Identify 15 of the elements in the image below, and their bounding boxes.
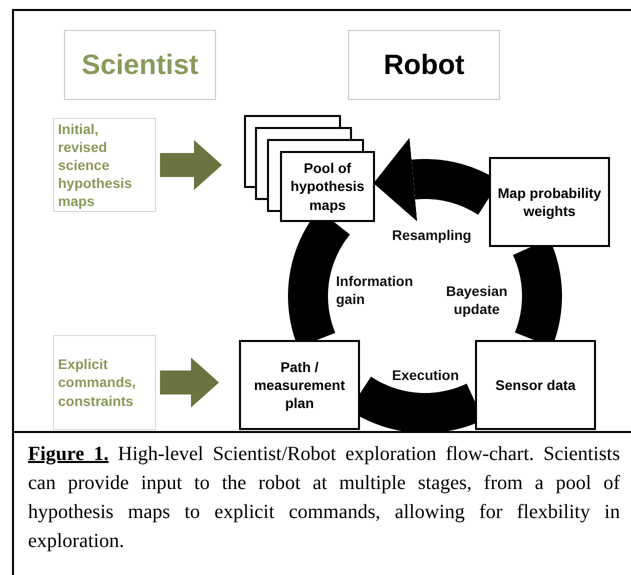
process-box: Map probability weights	[489, 157, 610, 247]
heading-box: Scientist	[64, 30, 216, 100]
edge-label: Information gain	[336, 272, 413, 308]
edge-label: Bayesian update	[446, 282, 508, 318]
process-box: Sensor data	[475, 340, 596, 430]
process-box: Path / measurement plan	[239, 340, 360, 430]
block-arrow	[160, 358, 219, 408]
input-box: Initial, revised science hypothesis maps	[53, 118, 156, 212]
block-arrow	[160, 140, 222, 190]
heading-box: Robot	[348, 30, 500, 100]
edge-label: Execution	[392, 366, 459, 384]
figure-caption: Figure 1. High-level Scientist/Robot exploration flow-chart. Scientists can provide input to the robot at multiple stages, from a pool of hypothesis maps to explicit commands, allowing for flexbility in exploration.	[28, 442, 620, 554]
edge-label: Resampling	[392, 226, 472, 244]
process-box: Pool of hypothesis maps	[280, 151, 375, 222]
input-box: Explicit commands, constraints	[53, 335, 156, 430]
